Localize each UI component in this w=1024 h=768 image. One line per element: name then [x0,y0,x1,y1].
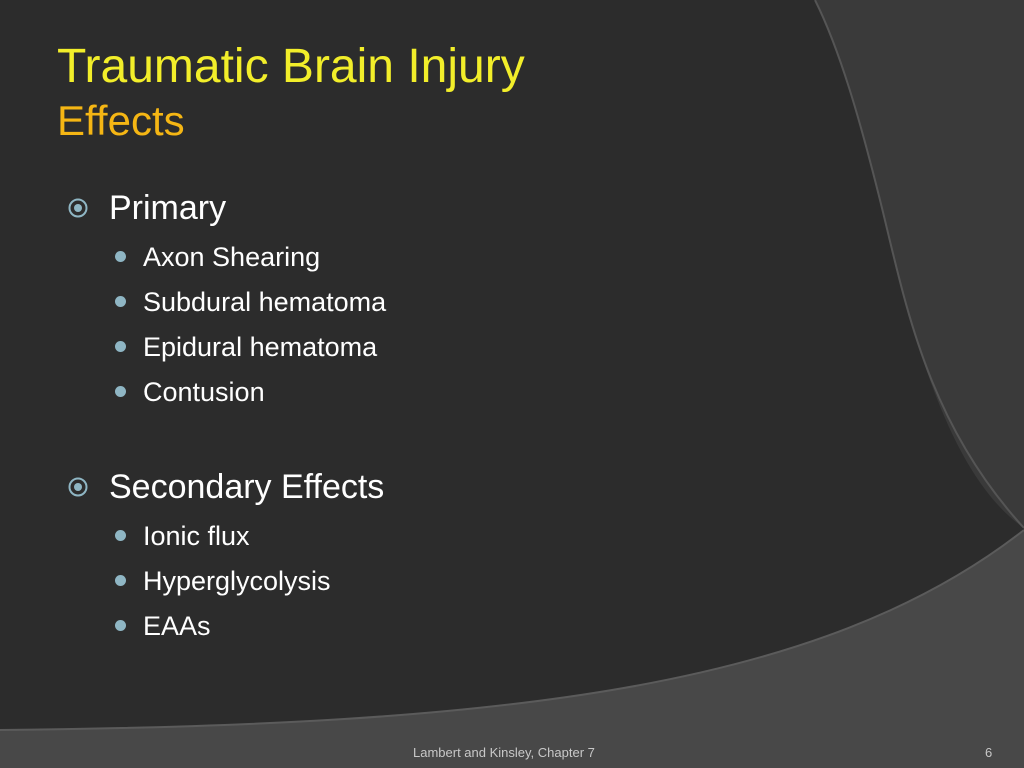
level2-label: Ionic flux [143,521,250,551]
slide-number: 6 [985,745,993,760]
dot-bullet-icon [115,251,126,262]
slide-subtitle: Effects [57,97,185,144]
circled-dot-bullet-icon [68,198,88,218]
level2-label: Axon Shearing [143,242,321,272]
title-block: Traumatic Brain Injury Effects [57,38,817,146]
footer-citation: Lambert and Kinsley, Chapter 7 [413,745,595,760]
level2-label: Epidural hematoma [143,332,378,362]
dot-bullet-icon [115,296,126,307]
slide-title: Traumatic Brain Injury [57,40,525,93]
slide-footer: Lambert and Kinsley, Chapter 7 6 [0,743,1024,763]
level2-label: EAAs [143,611,211,641]
level1-label: Secondary Effects [109,468,385,506]
dot-bullet-icon [115,575,126,586]
level2-label: Hyperglycolysis [143,566,331,596]
dot-bullet-icon [115,341,126,352]
circled-dot-bullet-icon [68,477,88,497]
level2-label: Subdural hematoma [143,287,387,317]
level1-label: Primary [109,189,227,227]
dot-bullet-icon [115,530,126,541]
dot-bullet-icon [115,386,126,397]
dot-bullet-icon [115,620,126,631]
level2-label: Contusion [143,377,265,407]
